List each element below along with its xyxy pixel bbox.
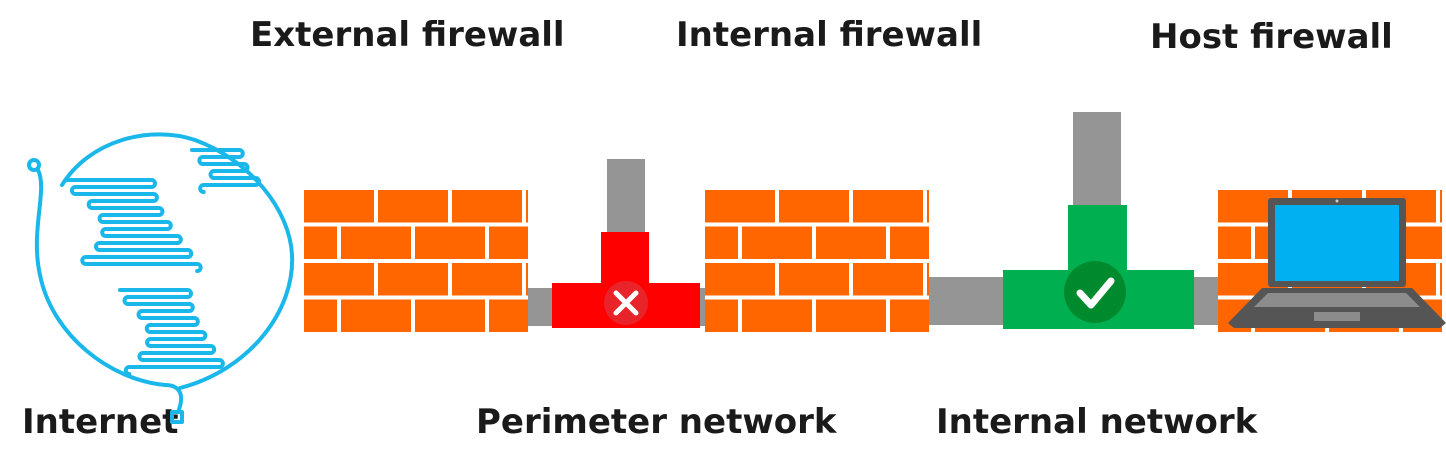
brick — [705, 299, 738, 332]
brick — [1440, 190, 1442, 223]
internal-network-label: Internal network — [936, 402, 1258, 442]
pipe-internal-to-network — [925, 277, 1007, 325]
pipe-perimeter-branch — [607, 159, 645, 235]
brick — [853, 190, 923, 223]
brick — [742, 299, 812, 332]
brick — [705, 226, 738, 259]
external-firewall-label: External firewall — [250, 15, 565, 55]
brick — [304, 263, 374, 296]
brick — [779, 263, 849, 296]
brick — [890, 299, 929, 332]
host-firewall-label: Host firewall — [1150, 17, 1393, 57]
brick — [341, 226, 411, 259]
brick — [452, 190, 522, 223]
brick — [415, 226, 485, 259]
brick — [452, 263, 522, 296]
internal-firewall-wall — [705, 190, 929, 336]
brick — [705, 263, 775, 296]
internet-label: Internet — [22, 402, 179, 442]
brick — [304, 190, 374, 223]
pipe-internet-to-perimeter — [525, 288, 557, 326]
brick — [526, 190, 528, 223]
brick — [341, 299, 411, 332]
brick — [304, 226, 337, 259]
pipe-internal-branch — [1073, 112, 1121, 206]
brick — [526, 263, 528, 296]
internal-network-junction — [1003, 205, 1194, 329]
brick — [816, 299, 886, 332]
internal-firewall-label: Internal firewall — [676, 15, 983, 55]
brick — [489, 299, 528, 332]
perimeter-network-junction — [552, 232, 700, 328]
external-firewall-wall — [304, 190, 528, 336]
brick — [378, 263, 448, 296]
checkmark-icon — [1064, 261, 1126, 323]
brick — [705, 190, 775, 223]
brick — [853, 263, 923, 296]
perimeter-network-label: Perimeter network — [476, 402, 837, 442]
brick — [1440, 263, 1442, 296]
brick — [489, 226, 528, 259]
brick — [742, 226, 812, 259]
pipes — [525, 112, 1222, 326]
globe-icon — [27, 132, 295, 424]
brick — [1218, 226, 1251, 259]
brick — [304, 299, 337, 332]
brick — [927, 263, 929, 296]
brick — [378, 190, 448, 223]
brick — [816, 226, 886, 259]
brick — [779, 190, 849, 223]
brick — [1403, 226, 1442, 259]
laptop-icon — [1228, 198, 1446, 328]
pipe-network-to-host — [1192, 277, 1222, 325]
brick — [890, 226, 929, 259]
brick — [415, 299, 485, 332]
brick — [927, 190, 929, 223]
